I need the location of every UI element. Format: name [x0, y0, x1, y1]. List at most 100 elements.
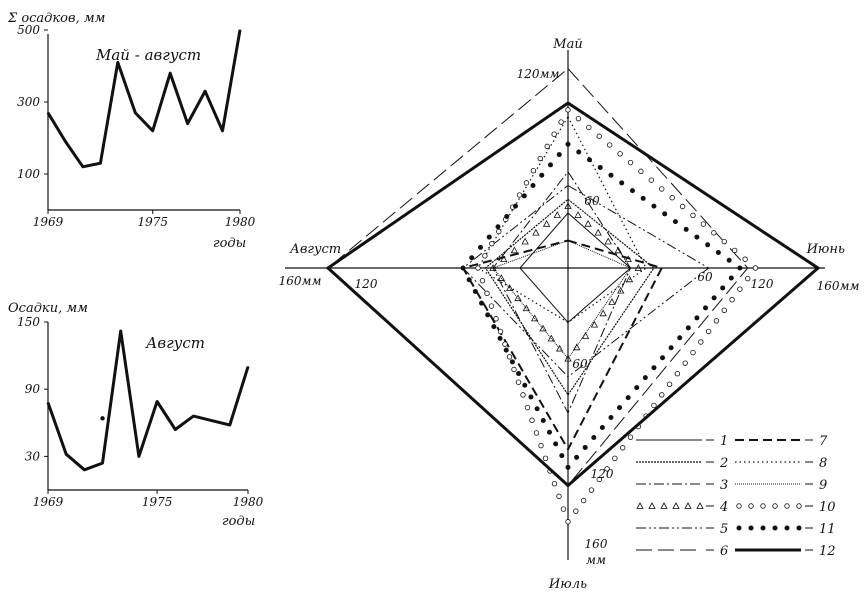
chart1-annotation: Май - август — [95, 46, 201, 64]
radar-series-12 — [325, 101, 821, 488]
radar-marker-10 — [502, 341, 508, 347]
radar-marker-11 — [640, 195, 646, 201]
radar-marker-11 — [574, 454, 580, 460]
radar-axis-label-july: Июль — [548, 577, 587, 592]
radar-marker-4 — [510, 246, 519, 254]
radar-marker-10 — [493, 316, 499, 322]
radar-series-10 — [475, 107, 759, 525]
radar-marker-11 — [694, 315, 700, 321]
radar-marker-10 — [496, 228, 502, 235]
radar-marker-11 — [672, 219, 678, 225]
radar-marker-10 — [729, 297, 735, 303]
legend-swatch-marker — [784, 525, 790, 531]
radar-marker-11 — [530, 183, 536, 188]
radar-marker-4 — [584, 219, 592, 227]
radar-marker-11 — [504, 213, 510, 219]
chart2-series-line — [46, 329, 250, 472]
legend-label-11: 11 — [819, 522, 836, 537]
legend-label-5: 5 — [720, 522, 728, 537]
radar-marker-4 — [574, 211, 582, 218]
legend-swatch-marker — [736, 503, 742, 509]
legend-label-6: 6 — [720, 544, 728, 559]
radar-marker-10 — [682, 360, 688, 366]
legend-label-10: 10 — [819, 500, 836, 515]
radar-marker-11 — [478, 244, 483, 250]
radar-marker-10 — [484, 290, 490, 297]
radar-series-5 — [462, 184, 710, 378]
radar-marker-10 — [565, 519, 571, 525]
radar-marker-10 — [537, 155, 544, 162]
radar-marker-11 — [677, 335, 683, 341]
radar-marker-10 — [627, 434, 634, 440]
legend-swatch-marker — [772, 525, 778, 531]
radar-marker-10 — [475, 265, 481, 271]
radar-marker-10 — [530, 167, 537, 174]
radar-tick-june-60: 60 — [697, 270, 713, 284]
radar-polygon-8 — [477, 115, 647, 324]
radar-marker-4 — [539, 324, 547, 332]
radar-marker-4 — [514, 294, 522, 302]
radar-marker-11 — [591, 434, 597, 440]
radar-marker-11 — [668, 345, 674, 351]
radar-marker-11 — [683, 226, 689, 232]
legend-item-3: 3 — [636, 478, 728, 493]
radar-marker-11 — [513, 203, 518, 209]
radar-tick-august-160: 160мм — [279, 274, 322, 288]
legend-swatch-marker — [636, 502, 644, 509]
radar-marker-11 — [586, 157, 592, 163]
radar-marker-11 — [539, 172, 545, 178]
legend-swatch-marker — [772, 503, 778, 509]
radar-marker-11 — [460, 265, 466, 271]
radar-marker-10 — [558, 119, 564, 125]
legend-swatch-marker — [660, 502, 668, 509]
legend-item-2: 2 — [636, 456, 728, 471]
radar-axis-label-may: Май — [552, 37, 582, 52]
radar-marker-10 — [488, 303, 495, 309]
radar-marker-11 — [703, 305, 708, 311]
radar-marker-4 — [547, 334, 556, 342]
radar-marker-4 — [564, 202, 572, 210]
radar-marker-10 — [744, 275, 751, 282]
chart1-ytick-label: 300 — [17, 95, 40, 109]
radar-marker-10 — [604, 466, 610, 472]
radar-axis-label-june: Июнь — [806, 242, 845, 257]
radar-marker-10 — [596, 133, 602, 139]
legend-item-8: 8 — [735, 456, 827, 471]
radar-marker-11 — [528, 394, 534, 400]
legend-item-10: 10 — [736, 500, 836, 515]
radar-marker-4 — [599, 309, 607, 317]
legend-swatch-marker — [672, 502, 680, 509]
radar-marker-11 — [711, 295, 717, 301]
radar-marker-11 — [556, 152, 562, 158]
legend-swatch-marker — [736, 525, 742, 531]
chart2-xtick-label: 1975 — [142, 495, 173, 509]
radar-marker-11 — [540, 417, 546, 423]
radar-marker-10 — [529, 417, 535, 423]
radar-marker-10 — [516, 192, 523, 198]
radar-marker-11 — [469, 255, 475, 261]
radar-marker-11 — [625, 395, 631, 401]
radar-marker-10 — [721, 238, 727, 245]
radar-marker-10 — [573, 508, 579, 514]
radar-marker-4 — [608, 298, 616, 305]
radar-marker-11 — [522, 382, 528, 388]
legend-item-5: 5 — [636, 522, 728, 537]
legend-label-8: 8 — [819, 456, 827, 471]
chart2-ylabel: Осадки, мм — [8, 301, 88, 316]
radar-polygon-5 — [462, 184, 710, 378]
radar-marker-11 — [497, 335, 503, 341]
radar-marker-10 — [520, 392, 526, 398]
legend-item-11: 11 — [736, 522, 836, 537]
radar-tick-july-unit: мм — [586, 553, 606, 567]
chart1-xtick-label: 1969 — [33, 215, 64, 229]
radar-marker-10 — [606, 142, 613, 148]
radar-marker-11 — [466, 277, 472, 283]
chart2-xtick-label: 1980 — [233, 495, 264, 509]
radar-tick-july-160: 160 — [585, 537, 608, 551]
radar-marker-4 — [564, 354, 572, 362]
radar-polygon-12 — [325, 101, 821, 488]
legend-label-12: 12 — [819, 544, 836, 559]
radar-series-3 — [492, 170, 632, 415]
radar-polygon-6 — [327, 67, 749, 487]
